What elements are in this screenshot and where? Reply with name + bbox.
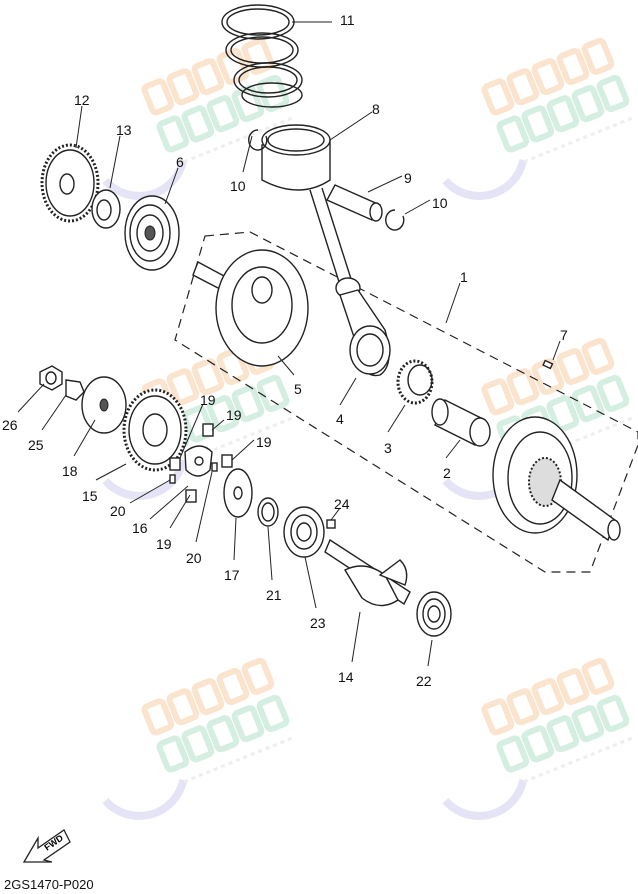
leader-line bbox=[211, 419, 225, 431]
watermark-logo bbox=[442, 37, 636, 200]
callout-24: 24 bbox=[334, 496, 350, 512]
nut bbox=[39, 365, 63, 391]
leader-line bbox=[445, 282, 461, 324]
leader-line bbox=[330, 507, 341, 521]
leader-line bbox=[195, 471, 213, 543]
piston bbox=[261, 124, 331, 191]
callout-19: 19 bbox=[156, 536, 172, 552]
spacer bbox=[91, 189, 121, 229]
buffer-boss bbox=[184, 445, 213, 477]
callout-20: 20 bbox=[186, 550, 202, 566]
fwd-arrow-icon: FWD bbox=[22, 829, 71, 863]
watermark-logo bbox=[102, 657, 296, 820]
leader-line bbox=[231, 439, 255, 461]
crankshaft-assembly-outline bbox=[174, 231, 638, 573]
callout-12: 12 bbox=[74, 92, 90, 108]
callout-19: 19 bbox=[256, 434, 272, 450]
circlip bbox=[385, 209, 405, 231]
crank-pin bbox=[431, 398, 491, 447]
leader-line bbox=[242, 135, 253, 173]
leader-line bbox=[95, 463, 127, 481]
callout-5: 5 bbox=[294, 381, 302, 397]
callout-25: 25 bbox=[28, 437, 44, 453]
leader-line bbox=[267, 526, 273, 581]
piston-pin bbox=[326, 184, 383, 222]
leader-line bbox=[129, 479, 171, 504]
balancer-shaft bbox=[324, 538, 411, 607]
washer bbox=[223, 468, 253, 518]
leader-line bbox=[404, 199, 431, 215]
leader-line bbox=[109, 135, 121, 189]
callout-1: 1 bbox=[460, 269, 468, 285]
callout-19: 19 bbox=[226, 407, 242, 423]
leader-line bbox=[427, 639, 433, 667]
callout-19: 19 bbox=[200, 392, 216, 408]
leader-line bbox=[351, 611, 361, 663]
balancer-drive-gear bbox=[122, 388, 188, 472]
callout-22: 22 bbox=[416, 673, 432, 689]
callout-15: 15 bbox=[82, 488, 98, 504]
watermark-logo bbox=[442, 657, 636, 820]
leader-line bbox=[41, 394, 67, 431]
leader-line bbox=[329, 111, 373, 141]
callout-11: 11 bbox=[340, 12, 355, 28]
leader-line bbox=[149, 485, 189, 520]
collar bbox=[257, 497, 279, 527]
callout-13: 13 bbox=[116, 122, 132, 138]
leader-line bbox=[339, 377, 357, 406]
leader-line bbox=[164, 167, 179, 205]
crank-right bbox=[492, 416, 621, 542]
bearing-balancer-left bbox=[283, 506, 325, 558]
callout-10: 10 bbox=[230, 178, 246, 194]
callout-8: 8 bbox=[372, 101, 380, 117]
callout-20: 20 bbox=[110, 503, 126, 519]
callout-18: 18 bbox=[62, 463, 78, 479]
bearing-left bbox=[124, 195, 180, 271]
leader-line bbox=[445, 439, 461, 459]
lock-washer bbox=[65, 379, 85, 401]
leader-line bbox=[277, 355, 295, 376]
bearing-balancer-right bbox=[416, 591, 452, 637]
callout-6: 6 bbox=[176, 154, 184, 170]
leader-line bbox=[73, 419, 96, 457]
woodruff-key bbox=[542, 359, 554, 370]
callout-26: 26 bbox=[2, 417, 18, 433]
leader-line bbox=[387, 404, 406, 433]
primary-gear bbox=[40, 143, 100, 223]
callout-23: 23 bbox=[310, 615, 326, 631]
callout-14: 14 bbox=[338, 669, 354, 685]
callout-7: 7 bbox=[560, 327, 568, 343]
callout-10: 10 bbox=[432, 195, 448, 211]
leader-line bbox=[367, 175, 403, 193]
circlip bbox=[248, 129, 268, 151]
callout-21: 21 bbox=[266, 587, 282, 603]
piston-rings bbox=[221, 4, 303, 108]
needle-bearing bbox=[396, 359, 434, 405]
leader-line bbox=[552, 340, 561, 361]
leader-line bbox=[179, 403, 204, 459]
callout-2: 2 bbox=[443, 465, 451, 481]
leader-line bbox=[233, 517, 237, 561]
plate-washer bbox=[81, 376, 127, 434]
leader-line bbox=[304, 556, 317, 609]
callout-16: 16 bbox=[132, 520, 148, 536]
balancer-key bbox=[326, 519, 336, 529]
leader-line bbox=[75, 105, 83, 149]
callout-4: 4 bbox=[336, 411, 344, 427]
callout-17: 17 bbox=[224, 567, 240, 583]
leader-line bbox=[169, 494, 191, 529]
connecting-rod bbox=[309, 187, 391, 377]
damper-springs bbox=[169, 423, 233, 503]
callout-3: 3 bbox=[384, 440, 392, 456]
diagram-code: 2GS1470-P020 bbox=[4, 877, 94, 892]
callout-9: 9 bbox=[404, 170, 412, 186]
leader-line bbox=[17, 383, 45, 413]
crank-left bbox=[192, 249, 309, 367]
